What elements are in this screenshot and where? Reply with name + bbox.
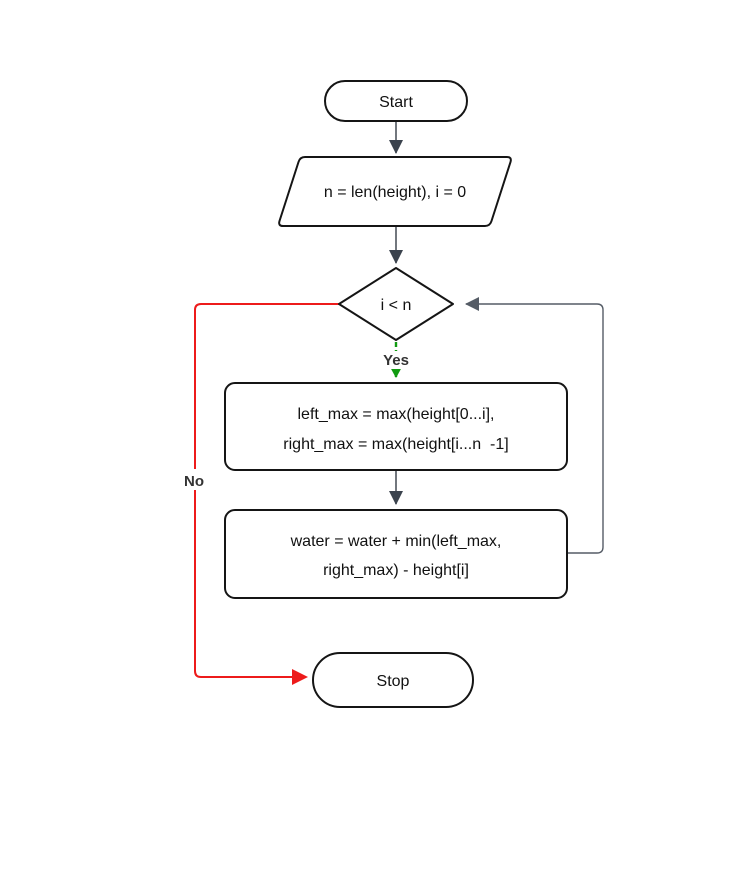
compute-label-line2: right_max = max(height[i...n -1] [283,436,508,453]
stop-shape [312,652,474,708]
yes-label-bg [376,351,416,369]
condition-node: i < n [338,267,454,341]
update-label-line2: right_max) - height[i] [323,562,469,579]
update-rect-shape [224,509,568,599]
yes-label: Yes [383,352,409,369]
compute-rect-shape [224,382,568,471]
condition-label: i < n [381,297,412,314]
stop-node: Stop [312,652,474,708]
update-label-line1: water = water + min(left_max, [290,533,502,550]
update-node: water = water + min(left_max, right_max)… [224,509,568,599]
start-node: Start [324,80,468,122]
compute-node: left_max = max(height[0...i], right_max … [224,382,568,471]
no-label: No [184,473,204,490]
init-parallelogram-shape [278,156,512,227]
init-node: n = len(height), i = 0 [278,156,512,227]
start-shape [324,80,468,122]
condition-diamond-shape [338,267,454,341]
edge-no-condition-to-stop [194,303,339,685]
start-label: Start [379,94,413,111]
compute-label-line1: left_max = max(height[0...i], [298,406,495,423]
init-label: n = len(height), i = 0 [324,184,466,201]
no-label-bg [179,469,209,490]
edge-loop-update-to-condition [465,297,604,554]
stop-label: Stop [377,673,410,690]
